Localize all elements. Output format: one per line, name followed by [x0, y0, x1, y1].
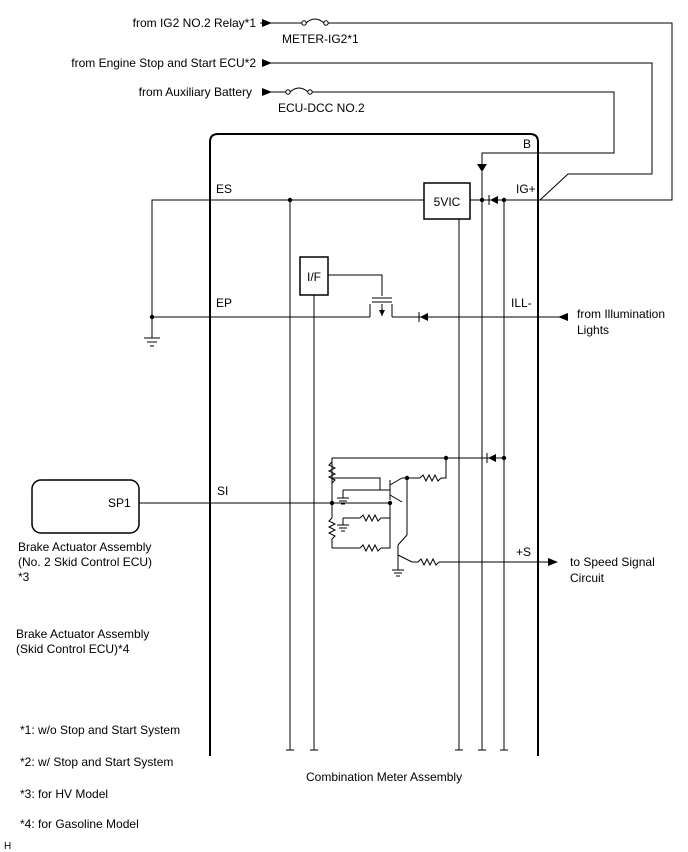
fuse-meter-ig2-label: METER-IG2*1	[282, 32, 359, 46]
note-3: *3: for HV Model	[20, 787, 108, 801]
illumination-source-label-1: from Illumination	[577, 307, 665, 321]
note-2: *2: w/ Stop and Start System	[20, 755, 173, 769]
5vic-label: 5VIC	[434, 195, 461, 209]
diode-icon	[488, 454, 496, 462]
diode-icon	[420, 313, 428, 321]
brake-hv-label-3: *3	[18, 570, 30, 584]
diode-icon	[490, 196, 498, 204]
resistor-icon	[417, 557, 440, 567]
terminal-es-label: ES	[216, 182, 232, 196]
arrow-right-icon	[548, 558, 558, 566]
ig-wire	[458, 172, 540, 750]
resistor-icon	[327, 517, 337, 540]
ground-icon	[337, 489, 380, 505]
source-ig2-label: from IG2 NO.2 Relay*1	[133, 16, 257, 30]
diode-arrow-icon	[477, 164, 487, 172]
combination-meter-label: Combination Meter Assembly	[306, 770, 462, 784]
brake-hv-label-1: Brake Actuator Assembly	[18, 540, 151, 554]
source-engine-ecu-label: from Engine Stop and Start ECU*2	[71, 56, 256, 70]
fuse-ecu-dcc-icon	[285, 87, 313, 95]
fuse-ecu-dcc-label: ECU-DCC NO.2	[278, 101, 365, 115]
terminal-ep-label: EP	[216, 296, 232, 310]
resistor-icon	[327, 461, 337, 484]
terminal-ig-label: IG+	[516, 182, 536, 196]
illumination-source-label-2: Lights	[577, 323, 609, 337]
sp1-label: SP1	[108, 496, 131, 510]
5vic-block	[423, 182, 471, 220]
speed-signal-label-2: Circuit	[570, 571, 605, 585]
aux-battery-wire	[262, 87, 615, 172]
brake-hv-label-2: (No. 2 Skid Control ECU)	[18, 555, 152, 569]
speed-signal-label-1: to Speed Signal	[570, 555, 655, 569]
brake-gas-label-2: (Skid Control ECU)*4	[16, 642, 130, 656]
if-block	[299, 256, 329, 296]
terminal-ill-label: ILL-	[511, 296, 532, 310]
note-4: *4: for Gasoline Model	[20, 817, 139, 831]
terminal-s-label: +S	[516, 545, 531, 559]
ig2-supply-wire	[260, 18, 673, 201]
brake-actuator-box	[31, 479, 140, 534]
resistor-icon	[359, 513, 382, 523]
terminal-b-label: B	[523, 137, 531, 151]
note-1: *1: w/o Stop and Start System	[20, 723, 180, 737]
ep-wire	[152, 297, 568, 322]
es-wire	[149, 197, 424, 750]
fuse-meter-ig2-icon	[301, 18, 329, 26]
resistor-icon	[419, 473, 442, 483]
engine-ecu-wire	[262, 59, 653, 201]
speed-circuit	[139, 453, 558, 577]
ground-icon	[337, 518, 349, 532]
if-label: I/F	[307, 270, 321, 284]
ground-es-icon	[144, 337, 160, 347]
resistor-icon	[359, 543, 382, 553]
arrow-right-icon	[262, 19, 272, 27]
source-aux-battery-label: from Auxiliary Battery	[139, 85, 252, 99]
brake-gas-label-1: Brake Actuator Assembly	[16, 627, 149, 641]
corner-letter: H	[4, 841, 11, 852]
arrow-left-icon	[558, 313, 568, 321]
terminal-si-label: SI	[217, 484, 228, 498]
combination-meter-outline	[209, 133, 539, 756]
ground-icon	[392, 569, 404, 577]
